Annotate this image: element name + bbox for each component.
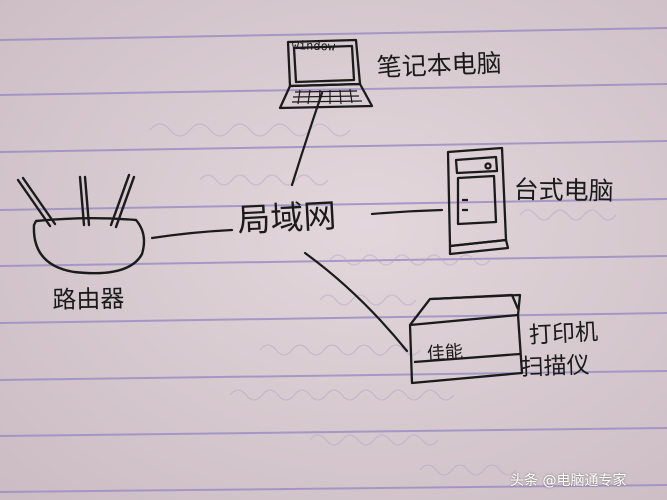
watermark: 头条 @电脑通专家 [510,473,627,489]
line-lan-printer [303,251,409,353]
printer-brand-label: 佳能 [426,341,464,365]
laptop-label: 笔记本电脑 [376,48,503,82]
laptop-screen-text: window [291,38,336,54]
printer-drawing [408,293,524,385]
scanner-label: 扫描仪 [520,352,591,381]
desktop-label: 台式电脑 [513,174,614,206]
ruled-lines [0,27,667,493]
router-label: 路由器 [52,284,125,314]
bleed-through-text [149,123,617,476]
lan-label: 局域网 [236,195,338,240]
line-router-lan [150,228,234,240]
line-lan-desktop [370,208,444,216]
laptop-drawing [278,38,374,110]
router-drawing [16,173,146,275]
desktop-drawing [446,146,510,256]
printer-label: 打印机 [528,319,599,349]
